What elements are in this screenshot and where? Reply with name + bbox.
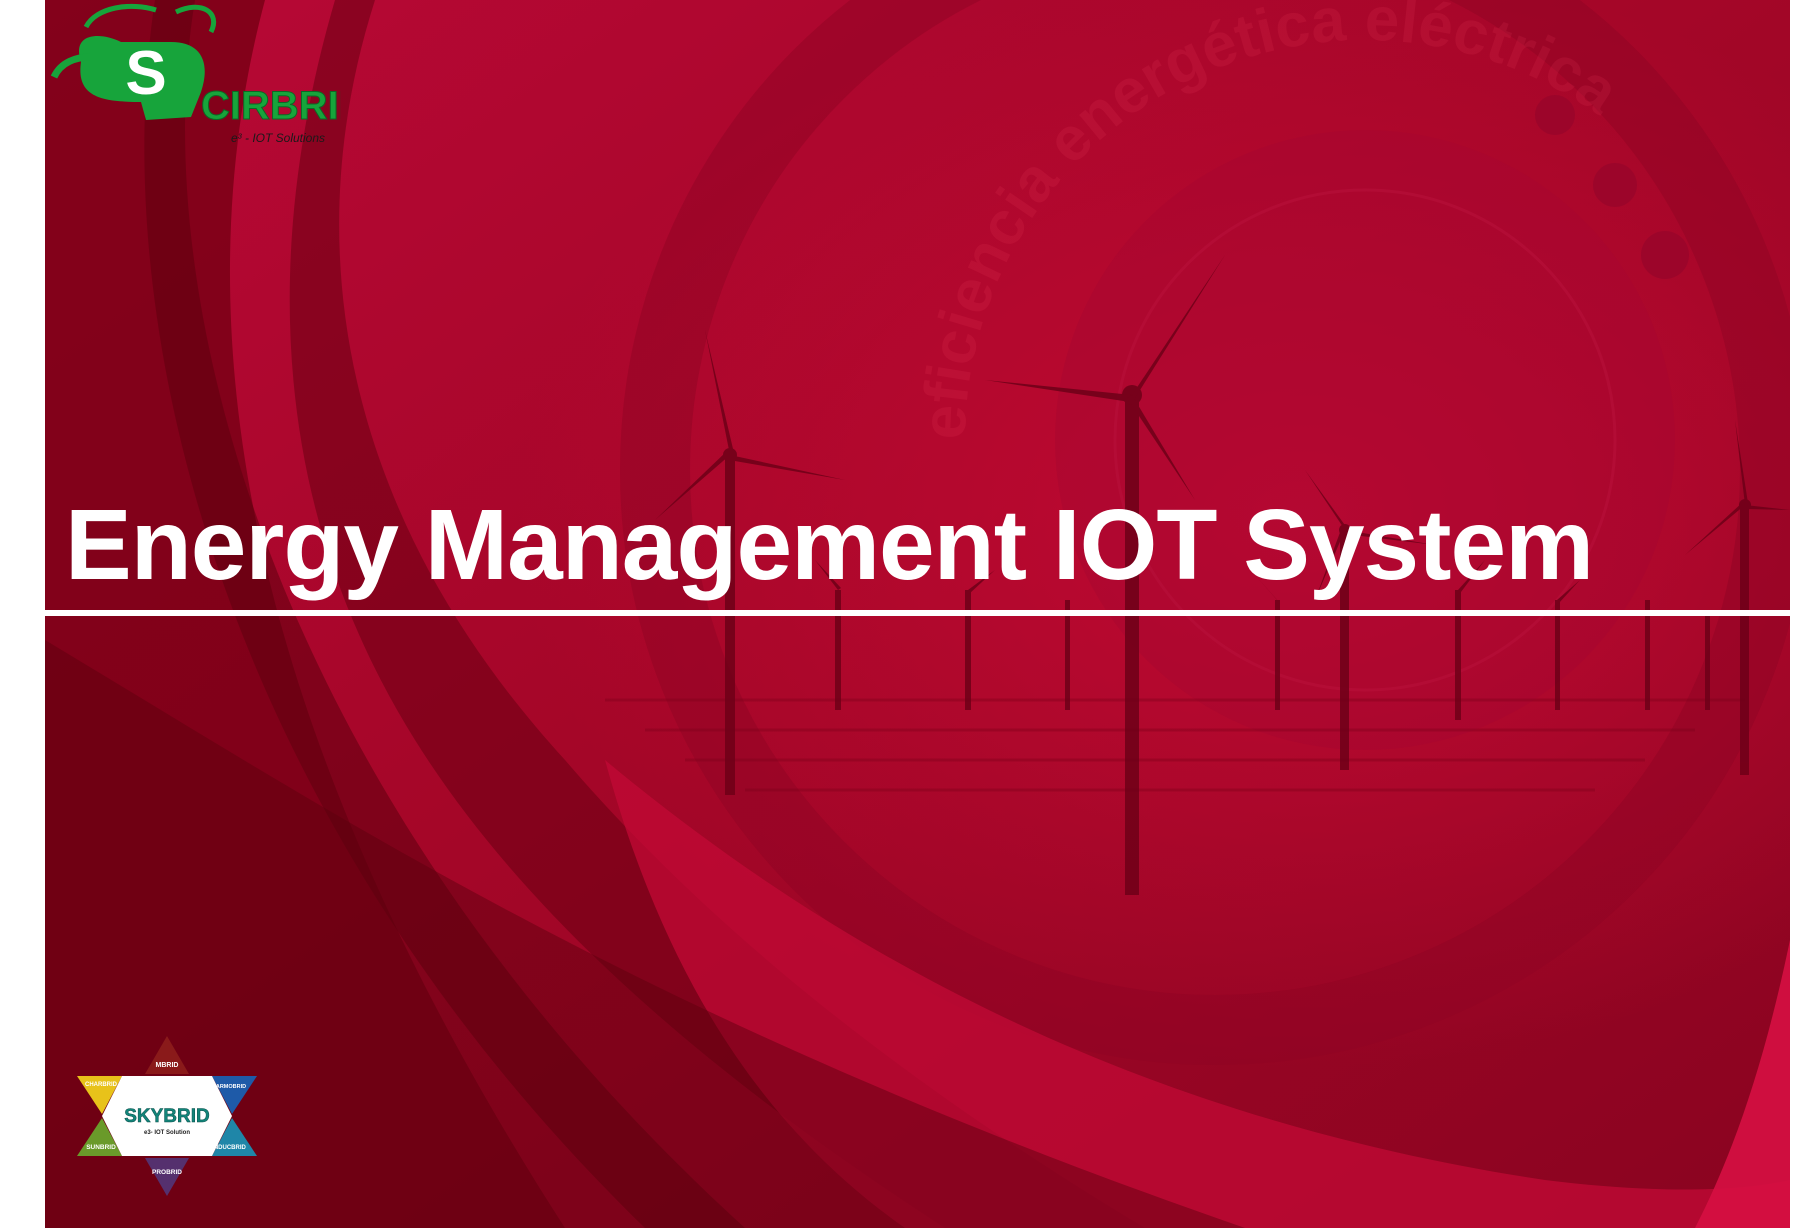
brand-tagline: e³ - IOT Solutions	[231, 131, 325, 145]
title-divider	[45, 610, 1790, 616]
scirbrid-head-icon: S	[51, 3, 216, 120]
star-point-top	[145, 1036, 189, 1074]
brand-name: CIRBRID	[201, 84, 341, 128]
point-label-charbrid: CHARBRID	[85, 1082, 118, 1088]
star-point-top-right	[212, 1076, 257, 1114]
svg-text:S: S	[125, 39, 166, 108]
logo-arc-2	[174, 4, 216, 34]
point-label-inducbrid: INDUCBRID	[212, 1145, 246, 1151]
slide: S CIRBRID e³ - IOT Solutions Energy Mana…	[45, 0, 1790, 1228]
point-label-probrid: PROBRID	[152, 1169, 182, 1176]
skybrid-logo: SKYBRID e3- IOT Solution MBRID HARMOBRID…	[77, 1036, 257, 1196]
point-label-mbrid: MBRID	[156, 1062, 179, 1069]
star-point-bottom-right	[212, 1118, 257, 1156]
star-point-top-left	[77, 1076, 122, 1114]
skybrid-sub-label: e3- IOT Solution	[144, 1130, 190, 1136]
point-label-harmobrid: HARMOBRID	[212, 1084, 246, 1090]
star-point-bottom-left	[77, 1118, 122, 1156]
star-point-bottom	[145, 1158, 189, 1196]
logo-arc-1	[83, 3, 157, 29]
page-title: Energy Management IOT System	[65, 489, 1594, 601]
skybrid-center-label: SKYBRID	[124, 1106, 210, 1127]
point-label-sunbrid: SUNBRID	[86, 1144, 116, 1151]
company-logo: S CIRBRID e³ - IOT Solutions	[51, 3, 341, 145]
star-center	[102, 1076, 232, 1156]
